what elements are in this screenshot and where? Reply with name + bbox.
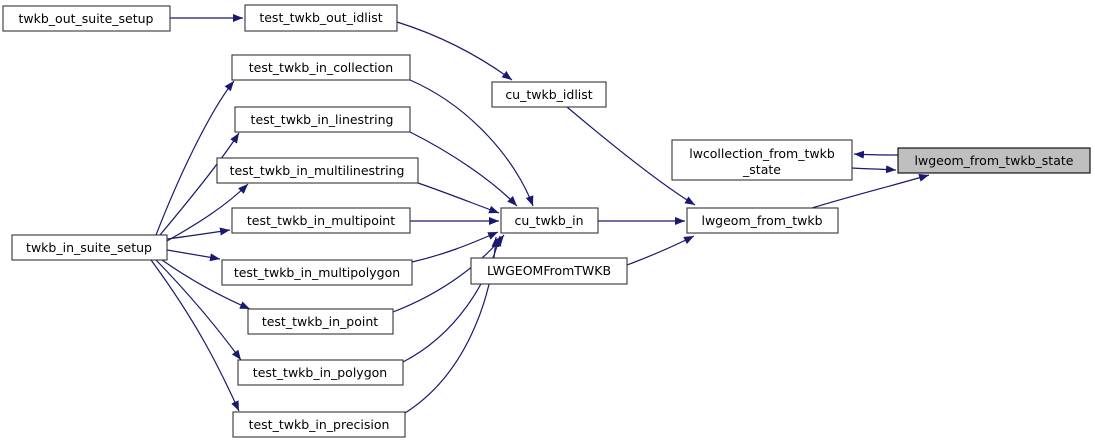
edge-in-suite-to-multilinestring <box>166 183 249 242</box>
node-box <box>897 147 1091 174</box>
node-box <box>500 207 599 234</box>
node-test-twkb-in-multilinestring[interactable]: test_twkb_in_multilinestring <box>216 157 419 184</box>
node-test-twkb-in-point[interactable]: test_twkb_in_point <box>247 308 394 335</box>
node-box <box>2 5 171 32</box>
edge-lwgeomfromtwkb-to-lwgeom-from-twkb <box>626 235 695 266</box>
node-box <box>470 257 628 285</box>
node-lwgeomfromtwkb[interactable]: LWGEOMFromTWKB <box>470 257 628 285</box>
node-box <box>671 139 853 181</box>
node-label: test_twkb_in_precision <box>249 417 390 432</box>
node-test-twkb-in-linestring[interactable]: test_twkb_in_linestring <box>234 106 411 133</box>
node-label: test_twkb_in_multipoint <box>247 213 395 228</box>
node-test-twkb-in-collection[interactable]: test_twkb_in_collection <box>231 54 411 81</box>
node-test-twkb-in-precision[interactable]: test_twkb_in_precision <box>232 411 406 438</box>
node-test-twkb-in-polygon[interactable]: test_twkb_in_polygon <box>237 359 404 386</box>
node-label: LWGEOMFromTWKB <box>487 263 611 278</box>
node-label: test_twkb_in_multipolygon <box>234 265 400 280</box>
edge-multilinestring-to-cu-in <box>417 182 500 214</box>
node-box <box>11 234 168 261</box>
node-lwgeom-from-twkb[interactable]: lwgeom_from_twkb <box>686 207 839 234</box>
node-box <box>216 157 419 184</box>
node-twkb-in-suite-setup[interactable]: twkb_in_suite_setup <box>11 234 168 261</box>
edges <box>150 14 930 414</box>
node-label: test_twkb_in_multilinestring <box>230 163 405 178</box>
node-label: lwgeom_from_twkb_state <box>915 153 1074 168</box>
node-label: test_twkb_in_point <box>262 314 378 329</box>
node-lwgeom-from-twkb-state-highlighted: lwgeom_from_twkb_state <box>897 147 1091 174</box>
node-label: twkb_in_suite_setup <box>26 240 152 255</box>
node-label-line2: _state <box>742 162 781 177</box>
node-test-twkb-out-idlist[interactable]: test_twkb_out_idlist <box>244 4 398 32</box>
node-label: test_twkb_out_idlist <box>259 10 382 25</box>
node-box <box>234 106 411 133</box>
node-box <box>247 308 394 335</box>
edge-in-suite-to-linestring <box>159 132 240 236</box>
edge-out-idlist-to-cu-idlist <box>396 21 513 81</box>
node-box <box>221 259 413 286</box>
node-box <box>237 359 404 386</box>
edge-cu-idlist-to-lwgeom-from-twkb <box>566 106 696 206</box>
node-box <box>686 207 839 234</box>
node-box <box>244 4 398 32</box>
node-label: cu_twkb_idlist <box>505 87 592 102</box>
node-box <box>232 411 406 438</box>
edge-in-suite-to-collection <box>155 80 235 236</box>
edge-multipolygon-to-cu-in <box>411 231 499 263</box>
edge-in-suite-to-multipolygon <box>166 249 221 262</box>
node-label: lwgeom_from_twkb <box>701 213 822 228</box>
edge-in-suite-to-polygon <box>155 259 242 361</box>
edge-lwgeom-from-twkb-to-state <box>811 173 930 209</box>
node-cu-twkb-idlist[interactable]: cu_twkb_idlist <box>491 81 607 108</box>
edge-state-to-lwcollection <box>853 150 899 159</box>
edge-in-suite-to-precision <box>150 259 240 412</box>
node-test-twkb-in-multipoint[interactable]: test_twkb_in_multipoint <box>231 207 411 234</box>
node-test-twkb-in-multipolygon[interactable]: test_twkb_in_multipolygon <box>221 259 413 286</box>
node-label: test_twkb_in_linestring <box>251 112 394 127</box>
node-box <box>491 81 607 108</box>
node-lwcollection-from-twkb-state[interactable]: lwcollection_from_twkb _state <box>671 139 853 181</box>
edge-lwcollection-to-state <box>851 165 897 174</box>
node-box <box>231 207 411 234</box>
node-label: twkb_out_suite_setup <box>19 11 154 26</box>
edge-in-suite-to-point <box>161 259 251 310</box>
node-twkb-out-suite-setup[interactable]: twkb_out_suite_setup <box>2 5 171 32</box>
node-label-line1: lwcollection_from_twkb <box>689 146 835 161</box>
node-cu-twkb-in[interactable]: cu_twkb_in <box>500 207 599 234</box>
edge-linestring-to-cu-in <box>409 131 518 207</box>
edge-collection-to-cu-in <box>409 79 534 207</box>
node-box <box>231 54 411 81</box>
edge-in-suite-to-multipoint <box>166 227 231 240</box>
node-label: cu_twkb_in <box>515 213 584 228</box>
node-label: test_twkb_in_polygon <box>253 365 387 380</box>
node-label: test_twkb_in_collection <box>249 60 393 75</box>
